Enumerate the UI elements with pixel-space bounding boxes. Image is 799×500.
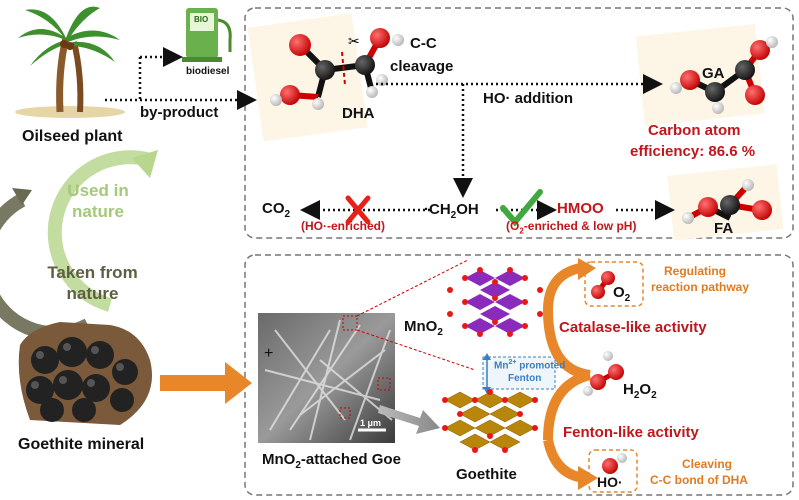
o2-sub: 2 [624, 293, 631, 304]
ga-background [635, 23, 765, 127]
ch2oh-subscript: 2 [450, 210, 457, 221]
goethite-label: Goethite [456, 466, 517, 483]
carbon-efficiency-line2: efficiency: 86.6 % [630, 143, 756, 160]
ch2oh-text: ·CH [424, 201, 451, 218]
mn-sup: 2+ [508, 359, 517, 366]
svg-text:+: + [264, 345, 273, 362]
dha-background [247, 13, 368, 142]
mno2-crystal-structure [447, 267, 543, 337]
ch2oh-tail: OH [456, 201, 479, 218]
mno2-sub: 2 [437, 327, 443, 338]
cleaving-line1: Cleaving [682, 457, 733, 471]
mn-promoted-text: promoted [516, 360, 566, 372]
carbon-efficiency-line1: Carbon atom [648, 122, 741, 139]
o2-enriched-post: -enriched & low pH) [523, 219, 637, 233]
ho-addition-label: HO· addition [483, 90, 573, 107]
mineral-to-sem-arrow [160, 362, 252, 404]
catalase-curve-arrow [542, 263, 591, 380]
fenton-label: Fenton [508, 373, 542, 384]
goethite-mineral-image [18, 322, 152, 425]
o2-label: O2 [613, 284, 630, 304]
used-in-nature-label: Used in nature [67, 181, 129, 221]
o2-enriched-label: (O2-enriched & low pH) [506, 219, 636, 235]
mn-promoted-label: Mn2+ promoted [494, 359, 565, 371]
o2-enriched-pre: (O [506, 219, 520, 233]
taken-from-nature-label: Taken from nature [47, 263, 138, 303]
regulating-line1: Regulating [664, 264, 726, 278]
h2o2-sub1: 2 [633, 390, 640, 401]
checkmark-icon [500, 189, 543, 227]
scissors-icon: ✂ [348, 33, 360, 49]
palm-tree-icon [15, 6, 125, 118]
fa-label: FA [714, 220, 734, 237]
mno2-label: MnO2 [404, 318, 443, 338]
ho-radical-molecule [602, 453, 627, 474]
blocked-cross-icon [345, 195, 371, 225]
o2-enriched-sub: 2 [519, 226, 524, 236]
ho-enriched-label: (HO·-enriched) [301, 219, 385, 233]
ga-molecule [670, 36, 778, 114]
fa-molecule [682, 179, 772, 224]
biodiesel-label: biodiesel [186, 66, 230, 77]
goethite-mineral-label: Goethite mineral [18, 436, 145, 453]
o2-molecule [591, 271, 615, 299]
regulating-line2: reaction pathway [651, 280, 750, 294]
h2o2-h: H [623, 381, 634, 398]
cc-label: C-C [410, 35, 437, 52]
bottom-panel-border [244, 254, 794, 496]
fenton-activity-label: Fenton-like activity [563, 424, 699, 441]
cleaving-line2: C-C bond of DHA [650, 473, 748, 487]
oilseed-plant-label: Oilseed plant [22, 128, 123, 145]
byproduct-label: by-product [140, 104, 219, 121]
h2o2-label: H2O2 [623, 381, 657, 401]
mno2-goe-post: -attached Goe [300, 451, 401, 468]
bio-pump-text: BIO [194, 15, 209, 24]
sem-to-goethite-arrow [378, 405, 440, 434]
h2o2-sub2: 2 [651, 390, 657, 401]
used-in-nature-arrow [47, 150, 152, 312]
co2-text: CO [262, 200, 285, 217]
hmoo-label: HMOO [557, 200, 604, 217]
o2-text: O [613, 284, 625, 301]
top-panel-border [244, 7, 794, 239]
h2o2-molecule [583, 351, 624, 396]
ho-radical-box [588, 449, 638, 493]
mn-text: Mn [494, 360, 509, 372]
co2-subscript: 2 [284, 209, 291, 220]
h2o2-o: O [639, 381, 652, 398]
dha-label: DHA [342, 105, 375, 122]
biodiesel-pump-icon [182, 8, 232, 62]
ho-radical-label: HO· [597, 474, 623, 490]
mno2-text: MnO [404, 318, 438, 335]
ch2oh-label: ·CH2OH [424, 201, 479, 221]
co2-label: CO2 [262, 200, 290, 220]
cleavage-label: cleavage [390, 58, 454, 75]
mno2-goe-sub: 2 [295, 460, 301, 471]
dha-molecule [270, 28, 404, 110]
mno2-attached-goe-label: MnO2-attached Goe [262, 451, 401, 471]
mno2-goe-text: MnO [262, 451, 296, 468]
catalase-activity-label: Catalase-like activity [559, 319, 707, 336]
scale-bar-label: 1 μm [360, 418, 382, 428]
o2-box [584, 261, 644, 307]
goethite-crystal-structure [442, 389, 538, 453]
ga-label: GA [702, 65, 725, 82]
